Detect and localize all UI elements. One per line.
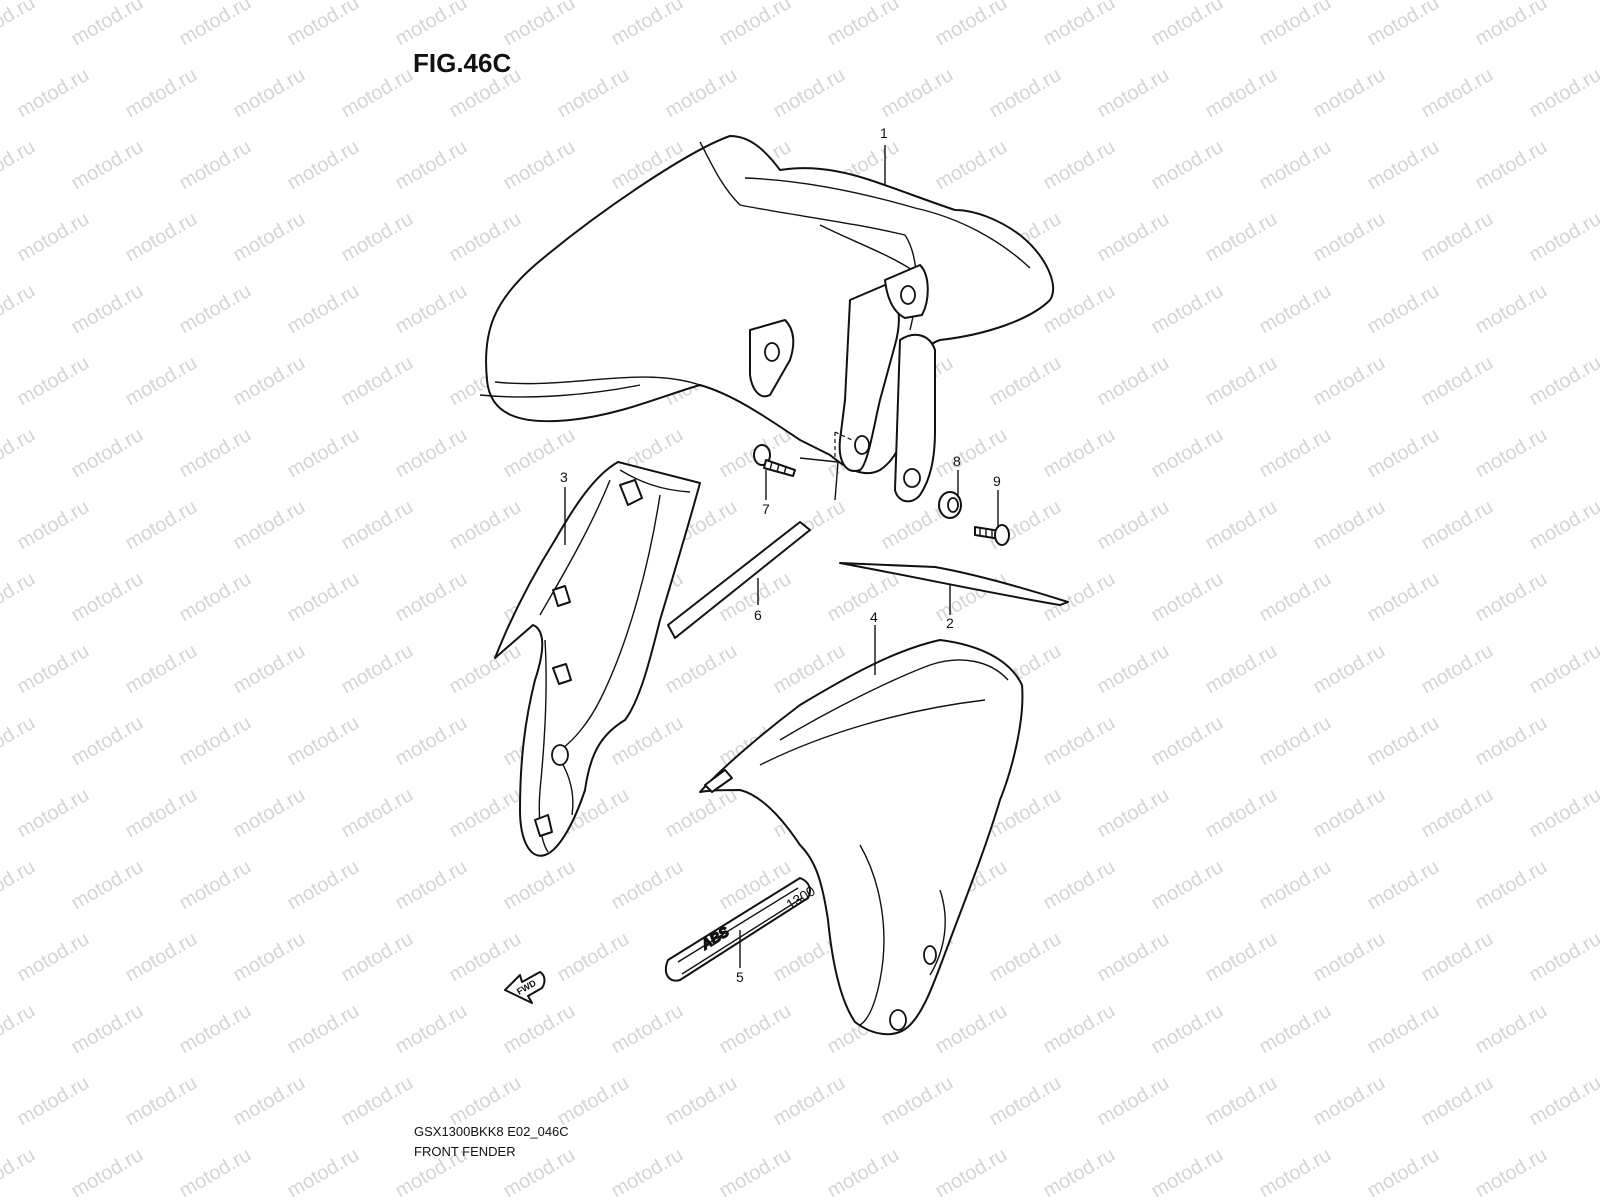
leader-lines (564, 145, 999, 968)
section-name: FRONT FENDER (414, 1144, 516, 1159)
fender-cover-part-4[interactable] (699, 639, 1024, 1036)
screw-part-7[interactable] (753, 444, 796, 477)
callout-8: 8 (953, 453, 961, 469)
side-panel-part-3[interactable] (494, 461, 701, 857)
callout-3: 3 (560, 469, 568, 485)
callout-9: 9 (993, 473, 1001, 489)
callout-4: 4 (870, 609, 878, 625)
callout-5: 5 (736, 969, 744, 985)
model-code: GSX1300BKK8 E02_046C (414, 1124, 569, 1139)
front-fender-part-1[interactable] (479, 135, 1055, 503)
callout-7: 7 (762, 501, 770, 517)
decal-strip-part-2[interactable] (839, 562, 1069, 606)
callout-6: 6 (754, 607, 762, 623)
bolt-part-9[interactable] (974, 524, 1010, 546)
fwd-direction-arrow: FWD (504, 971, 546, 1004)
callout-1: 1 (880, 125, 888, 141)
strip-part-6[interactable] (667, 521, 811, 639)
figure-title: FIG.46C (413, 48, 512, 78)
callout-2: 2 (946, 615, 954, 631)
abs-emblem-part-5[interactable]: ABS 1300 (664, 877, 818, 982)
grommet-part-8[interactable] (938, 491, 962, 519)
